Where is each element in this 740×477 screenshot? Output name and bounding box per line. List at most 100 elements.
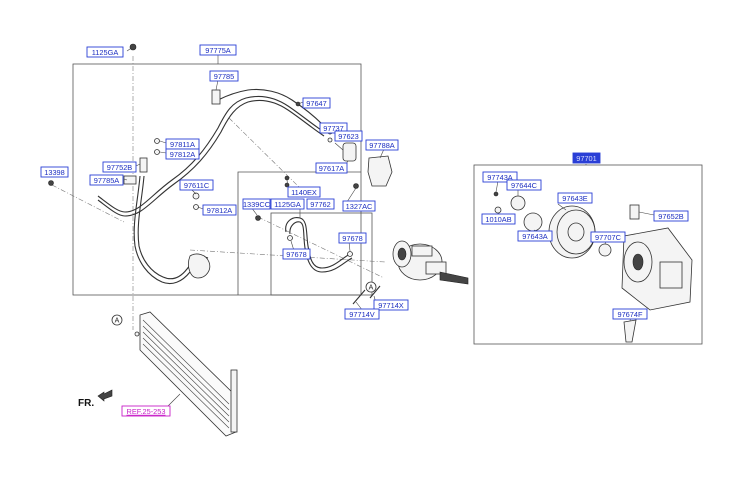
part-label-97707c: 97707C [590,231,626,243]
center-line-bracket [228,117,301,189]
fitting-97752b [139,157,148,173]
center-line-13398 [51,184,125,223]
oring-97811a [154,138,160,144]
marker-a-upper: A [365,281,377,293]
part-label-ref: REF.25-253 [121,405,171,417]
svg-text:97811A: 97811A [170,140,195,149]
svg-text:97643E: 97643E [562,194,588,203]
part-label-1140ex: 1140EX [287,186,321,198]
svg-text:97762: 97762 [310,200,331,209]
part-label-97617a: 97617A [315,162,348,174]
part-label-1339cc: 1339CC [242,198,271,210]
valve-97611c [192,192,200,200]
svg-text:97611C: 97611C [184,181,210,190]
svg-text:1327AC: 1327AC [346,202,373,211]
svg-text:97623: 97623 [338,132,359,141]
hub-97644c [510,195,526,211]
discharge-hose-frame [270,212,373,296]
washer-1010ab [494,206,502,214]
svg-text:97714V: 97714V [349,310,375,319]
part-label-97737: 97737 [319,122,348,134]
part-label-97785: 97785 [209,70,239,82]
part-label-97762: 97762 [306,198,335,210]
suction-hose [97,95,325,217]
bolt-97743a [493,191,499,197]
pulley-97643e [548,205,596,259]
part-label-97623: 97623 [334,130,363,142]
svg-text:1125GA: 1125GA [92,48,119,57]
svg-text:97617A: 97617A [319,164,345,173]
svg-text:1125GA: 1125GA [274,200,301,209]
part-label-13398: 13398 [40,166,69,178]
svg-text:97674F: 97674F [617,310,643,319]
svg-text:97785A: 97785A [94,176,120,185]
part-label-97678-l: 97678 [282,248,311,260]
part-label-97701: 97701 [572,152,601,164]
part-label-97812a-bot: 97812A [202,204,237,216]
bolt-1140ex [284,175,290,181]
nut-1327ac [353,183,359,189]
oring-97678-left [287,235,293,241]
part-label-97643a: 97643A [517,230,553,242]
part-label-97644c: 97644C [506,179,542,191]
bolt-97714x [369,285,381,299]
part-label-1327ac: 1327AC [342,200,376,212]
part-label-97643e: 97643E [557,192,593,204]
svg-text:97752B: 97752B [107,163,133,172]
switch-97652b [629,204,640,220]
part-label-97647: 97647 [302,97,331,109]
part-label-97811a: 97811A [165,138,200,150]
hose-assembly-frame [72,63,362,296]
compressor-frame [473,164,703,345]
compressor-assembly [392,240,469,285]
part-label-1125ga-top: 1125GA [86,46,124,58]
svg-text:97714X: 97714X [378,301,404,310]
part-label-97812a-top: 97812A [165,148,200,160]
sensor-97617a [342,142,357,162]
svg-text:97678: 97678 [286,250,307,259]
cover-97788a [367,155,393,187]
svg-text:13398: 13398 [44,168,65,177]
nut-13398 [48,180,54,186]
svg-text:FR.: FR. [78,398,94,409]
svg-text:97775A: 97775A [205,46,231,55]
bolt-1125ga-mid [284,182,290,188]
svg-text:97701: 97701 [576,154,597,163]
part-label-97743a: 97743A [482,171,518,183]
compressor-body [621,227,693,311]
part-label-97652b: 97652B [653,210,689,222]
svg-text:97737: 97737 [323,124,344,133]
part-label-1010ab: 1010AB [481,213,516,225]
part-label-97752b: 97752B [102,161,137,173]
part-label-97788a: 97788A [365,139,399,151]
svg-text:97785: 97785 [214,72,235,81]
shim-97643a [523,212,543,232]
bracket-97785a [123,175,137,185]
center-line-bolts [257,216,385,279]
condenser [134,311,238,437]
discharge-hose [285,217,353,273]
part-label-97714x: 97714X [373,299,409,311]
svg-text:REF.25-253: REF.25-253 [126,407,165,416]
svg-text:97644C: 97644C [511,181,538,190]
svg-text:1140EX: 1140EX [291,188,317,197]
hose-end-fitting [188,253,211,279]
svg-text:97652B: 97652B [658,212,684,221]
part-97623 [327,137,333,143]
svg-text:97812A: 97812A [170,150,196,159]
part-label-97611c: 97611C [179,179,214,191]
svg-text:1339CC: 1339CC [243,200,271,209]
part-label-1125ga-mid: 1125GA [270,198,305,210]
svg-text:97812A: 97812A [207,206,233,215]
part-label-97775a: 97775A [199,44,237,56]
svg-text:97678: 97678 [342,234,363,243]
nut-1339cc [255,215,261,221]
snap-ring-97707c [598,243,612,257]
fitting-97785 [211,89,221,105]
svg-text:97643A: 97643A [522,232,548,241]
part-label-97785a: 97785A [89,174,124,186]
marker-a-lower: A [111,314,123,326]
svg-text:97788A: 97788A [369,141,395,150]
svg-text:97647: 97647 [306,99,327,108]
